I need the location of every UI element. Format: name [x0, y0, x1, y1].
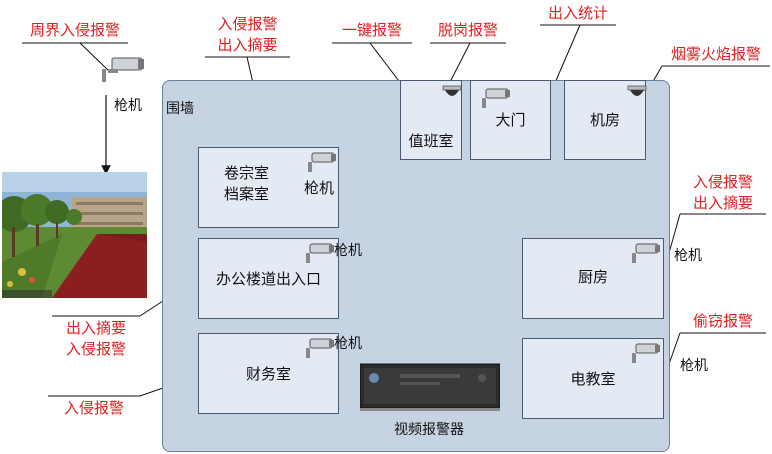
intrusion-access-top-label: 入侵报警 出入摘要 [217, 15, 278, 54]
wall-label: 围墙 [166, 101, 194, 117]
gun-camera-archive-label: 枪机 [304, 179, 335, 197]
intrusion-left-label: 入侵报警 [63, 399, 124, 417]
perimeter-photo [2, 172, 147, 298]
gun-camera-finance-label: 枪机 [334, 336, 362, 352]
gun-camera-office-label: 枪机 [334, 243, 362, 259]
kitchen-camera-icon [632, 243, 660, 263]
gun-camera-kitchen-label: 枪机 [674, 248, 702, 264]
gun-camera-edu-label: 枪机 [680, 358, 708, 374]
smoke-fire-alarm-label: 烟雾火焰报警 [670, 45, 761, 63]
gun-camera-top-label: 枪机 [114, 98, 142, 114]
room-archive-label: 卷宗室 档案室 [223, 164, 269, 203]
room-office-label: 办公楼道出入口 [215, 270, 321, 288]
room-gate: 大门 [470, 80, 551, 160]
video-alarm-device-label: 视频报警器 [394, 422, 464, 438]
archive-camera-icon [308, 152, 336, 172]
room-duty-label: 值班室 [408, 132, 454, 150]
access-intrusion-left-label: 出入摘要 入侵报警 [65, 319, 126, 358]
edu-camera-icon [632, 343, 660, 363]
theft-alarm-label: 偷窃报警 [692, 312, 753, 330]
access-stats-label: 出入统计 [547, 4, 608, 22]
intrusion-access-right-label: 入侵报警 出入摘要 [692, 173, 753, 212]
duty-dome-camera-icon [442, 85, 462, 96]
perimeter-alarm-label: 周界入侵报警 [29, 21, 120, 39]
machine-dome-camera-icon [627, 85, 647, 96]
video-alarm-device [360, 363, 500, 411]
finance-camera-icon [306, 338, 334, 358]
room-edu-label: 电教室 [570, 370, 616, 388]
one-key-alarm-label: 一键报警 [341, 21, 402, 39]
perimeter-camera-icon [102, 57, 144, 82]
room-machine-label: 机房 [589, 111, 620, 129]
room-office-entrance: 办公楼道出入口 [198, 238, 339, 319]
room-finance-label: 财务室 [245, 365, 291, 383]
room-kitchen-label: 厨房 [577, 268, 608, 286]
gate-camera-icon [482, 88, 510, 108]
room-gate-label: 大门 [495, 111, 526, 129]
off-post-alarm-label: 脱岗报警 [437, 21, 498, 39]
office-camera-icon [306, 243, 334, 263]
